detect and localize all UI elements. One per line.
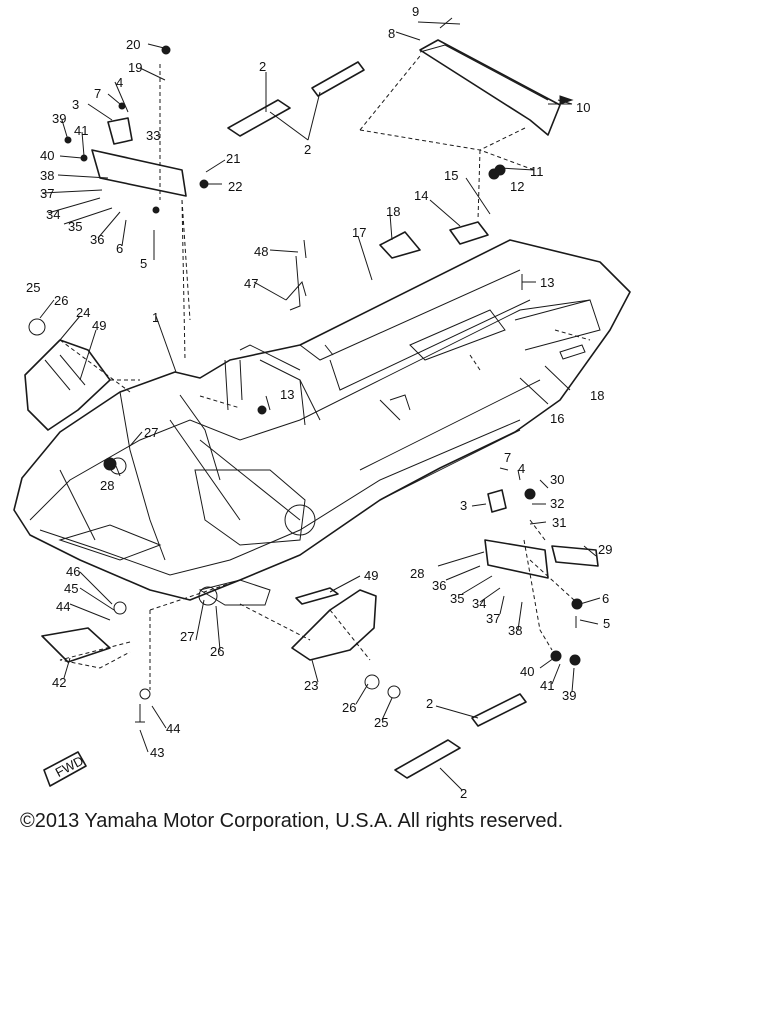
copyright-notice: ©2013 Yamaha Motor Corporation, U.S.A. A… bbox=[20, 810, 564, 832]
callout-26-left: 26 bbox=[54, 293, 68, 308]
callout-37-right: 37 bbox=[486, 611, 500, 626]
callout-13-center: 13 bbox=[280, 387, 294, 402]
callout-numbers: 20 19 4 7 3 39 41 33 40 38 37 34 35 36 6… bbox=[26, 4, 612, 801]
callout-16: 16 bbox=[550, 411, 564, 426]
callout-5-right: 5 bbox=[603, 616, 610, 631]
tray bbox=[379, 221, 489, 259]
callout-41: 41 bbox=[74, 123, 88, 138]
callout-20: 20 bbox=[126, 37, 140, 52]
callout-43: 43 bbox=[150, 745, 164, 760]
exploded-parts-diagram: FWD 20 19 4 7 3 39 41 33 40 38 37 34 35 … bbox=[13, 4, 631, 801]
callout-6-right: 6 bbox=[602, 591, 609, 606]
callout-34: 34 bbox=[46, 207, 60, 222]
frame-body bbox=[13, 239, 631, 606]
callout-27-bottom: 27 bbox=[180, 629, 194, 644]
callout-26-right: 26 bbox=[342, 700, 356, 715]
callout-44-left: 44 bbox=[56, 599, 70, 614]
callout-25-right: 25 bbox=[374, 715, 388, 730]
callout-45: 45 bbox=[64, 581, 78, 596]
top-cover bbox=[419, 39, 561, 136]
callout-46: 46 bbox=[66, 564, 80, 579]
callout-36-right: 36 bbox=[432, 578, 446, 593]
callout-40: 40 bbox=[40, 148, 54, 163]
callout-2-top: 2 bbox=[259, 59, 266, 74]
callout-33: 33 bbox=[146, 128, 160, 143]
callout-8: 8 bbox=[388, 26, 395, 41]
callout-11: 11 bbox=[530, 164, 544, 179]
callout-40-right: 40 bbox=[520, 664, 534, 679]
callout-38: 38 bbox=[40, 168, 54, 183]
callout-30: 30 bbox=[550, 472, 564, 487]
callout-13-right: 13 bbox=[540, 275, 554, 290]
callout-48: 48 bbox=[254, 244, 268, 259]
callout-18-top: 18 bbox=[386, 204, 400, 219]
callout-27-left: 27 bbox=[144, 425, 158, 440]
callout-32: 32 bbox=[550, 496, 564, 511]
callout-44-bottom: 44 bbox=[166, 721, 180, 736]
callout-26-bottom: 26 bbox=[210, 644, 224, 659]
callout-9: 9 bbox=[412, 4, 419, 19]
callout-1: 1 bbox=[152, 310, 159, 325]
cowl bbox=[24, 339, 111, 431]
callout-49-left: 49 bbox=[92, 318, 106, 333]
callout-39-right: 39 bbox=[562, 688, 576, 703]
callout-31: 31 bbox=[552, 515, 566, 530]
callout-2-mid: 2 bbox=[304, 142, 311, 157]
callout-21: 21 bbox=[226, 151, 240, 166]
callout-28-right: 28 bbox=[410, 566, 424, 581]
callout-6: 6 bbox=[116, 241, 123, 256]
callout-42: 42 bbox=[52, 675, 66, 690]
callout-12: 12 bbox=[510, 179, 524, 194]
callout-15: 15 bbox=[444, 168, 458, 183]
leader-lines bbox=[39, 31, 601, 791]
callout-2-bottom-left: 2 bbox=[426, 696, 433, 711]
callout-34-right: 34 bbox=[472, 596, 486, 611]
callout-19: 19 bbox=[128, 60, 142, 75]
callout-39: 39 bbox=[52, 111, 66, 126]
callout-14: 14 bbox=[414, 188, 428, 203]
callout-29: 29 bbox=[598, 542, 612, 557]
side-panel bbox=[291, 587, 377, 661]
callout-23: 23 bbox=[304, 678, 318, 693]
callout-35: 35 bbox=[68, 219, 82, 234]
callout-41-right: 41 bbox=[540, 678, 554, 693]
callout-38-right: 38 bbox=[508, 623, 522, 638]
callout-5: 5 bbox=[140, 256, 147, 271]
fwd-badge: FWD bbox=[43, 751, 87, 787]
callout-17: 17 bbox=[352, 225, 366, 240]
callout-18-right: 18 bbox=[590, 388, 604, 403]
callout-47: 47 bbox=[244, 276, 258, 291]
callout-37: 37 bbox=[40, 186, 54, 201]
callout-28-left: 28 bbox=[100, 478, 114, 493]
callout-4-right: 4 bbox=[518, 461, 525, 476]
callout-2-bottom: 2 bbox=[460, 786, 467, 801]
bracket-right bbox=[484, 489, 599, 579]
callout-22: 22 bbox=[228, 179, 242, 194]
callout-35-right: 35 bbox=[450, 591, 464, 606]
callout-7-right: 7 bbox=[504, 450, 511, 465]
callout-4: 4 bbox=[116, 75, 123, 90]
callout-7: 7 bbox=[94, 86, 101, 101]
callout-49-right: 49 bbox=[364, 568, 378, 583]
callout-24: 24 bbox=[76, 305, 90, 320]
callout-3: 3 bbox=[72, 97, 79, 112]
callout-3-right: 3 bbox=[460, 498, 467, 513]
callout-36: 36 bbox=[90, 232, 104, 247]
rear-plate bbox=[41, 627, 111, 663]
bracket-upper bbox=[91, 117, 187, 197]
belt-guards bbox=[227, 61, 527, 779]
callout-25-left: 25 bbox=[26, 280, 40, 295]
callout-10: 10 bbox=[576, 100, 590, 115]
